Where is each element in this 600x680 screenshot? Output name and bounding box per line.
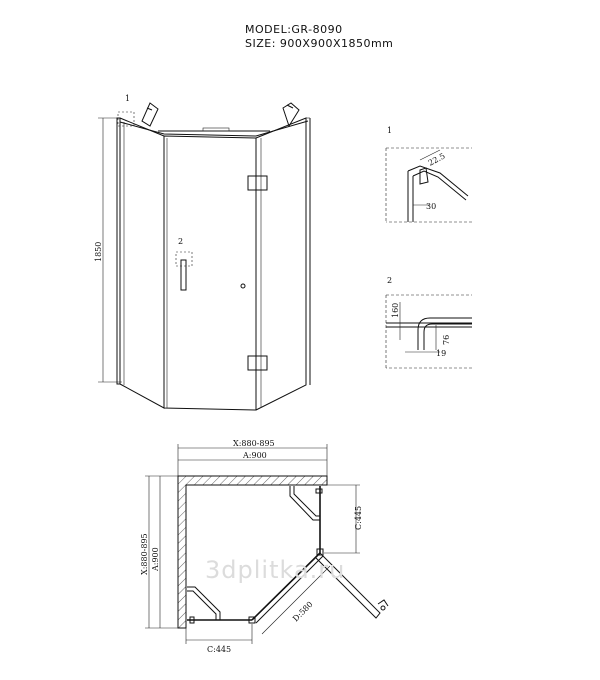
x-range-label: X:880-895 — [233, 439, 275, 448]
size-label: SIZE: 900X900X1850mm — [245, 37, 393, 50]
plan-door-line — [251, 552, 321, 621]
c-right-label: C:445 — [354, 506, 363, 530]
detail-2-dim-160: 160 — [391, 303, 400, 318]
callout-2-box — [175, 251, 193, 267]
detail-1-label: 1 — [387, 126, 392, 135]
plan-door-open — [315, 552, 381, 619]
left-panel-edge — [116, 117, 121, 385]
detail-1-angle-label: 22.5 — [427, 151, 447, 167]
detail-1: 1 22.5 30 — [385, 126, 472, 223]
x-range-side-label: X:880-895 — [140, 533, 149, 575]
top-rail — [119, 120, 309, 137]
detail-2-dim-76: 76 — [442, 335, 451, 345]
detail-2: 2 160 76 19 — [385, 276, 472, 369]
detail-2-label: 2 — [387, 276, 392, 285]
c-bottom-label: C:445 — [207, 645, 231, 654]
right-panel — [255, 117, 307, 411]
front-view: 1850 1 2 — [94, 94, 311, 411]
callout-2-label: 2 — [178, 237, 183, 246]
height-label: 1850 — [94, 242, 103, 262]
plan-support-bar-right — [289, 486, 320, 521]
left-panel — [119, 117, 165, 409]
detail-1-profile — [407, 165, 469, 222]
wall-hatch — [177, 475, 328, 629]
plan-view: X:880-895 A:900 X:880-895 A:900 — [140, 439, 389, 654]
plan-support-bar-bottom — [187, 586, 221, 620]
right-support-bar — [282, 102, 300, 128]
model-label: MODEL:GR-8090 — [245, 23, 343, 36]
a-width-label: A:900 — [242, 451, 267, 460]
door-handle-icon — [180, 259, 187, 291]
door-knob-icon — [240, 283, 246, 289]
watermark-text: 3dplitka.ru — [205, 556, 345, 584]
door-panel — [163, 135, 257, 411]
detail-2-dim-19: 19 — [436, 349, 446, 358]
callout-1-box — [117, 111, 135, 127]
callout-1-label: 1 — [125, 94, 130, 103]
detail-2-handle-profile — [417, 317, 472, 350]
hinge-top-icon — [247, 175, 257, 191]
hinge-bottom-icon — [247, 355, 257, 371]
left-support-bar — [141, 102, 159, 127]
d-door-label: D:580 — [291, 600, 315, 624]
detail-1-width-label: 30 — [426, 202, 436, 211]
a-side-label: A:900 — [151, 547, 160, 572]
